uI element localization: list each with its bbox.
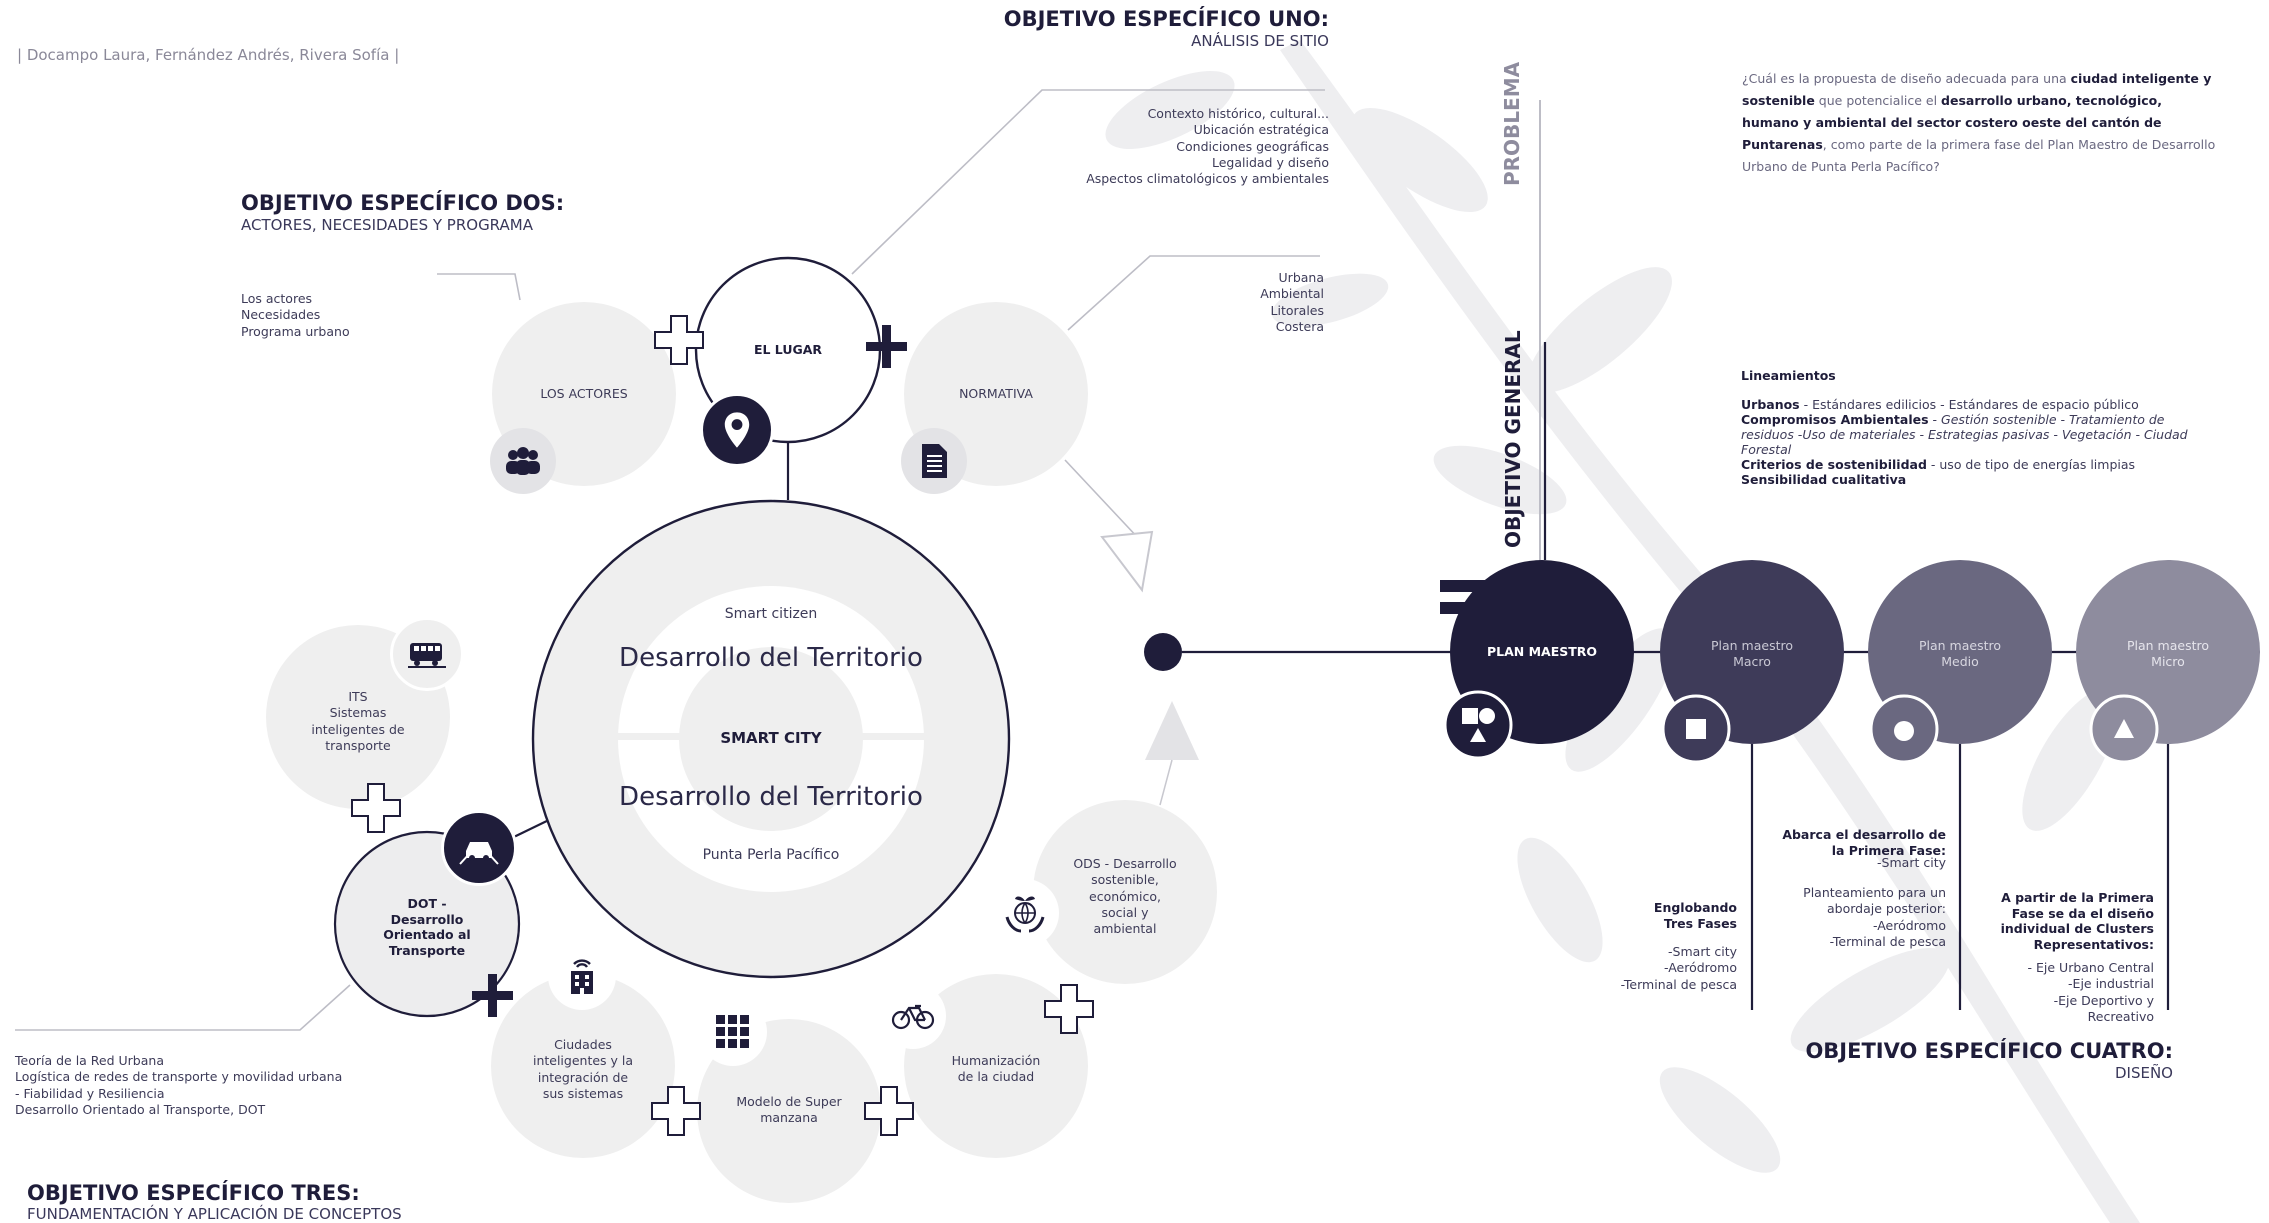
macro-note-head: Englobando Tres Fases <box>1653 900 1737 931</box>
medio-note-a: -Smart city <box>1877 855 1946 870</box>
grid-icon <box>699 998 767 1066</box>
problema-text-part: ¿Cuál es la propuesta de diseño adecuada… <box>1742 71 2071 86</box>
bicycle-icon <box>880 983 946 1049</box>
node-ciudades: Ciudades inteligentes y la integración d… <box>532 1037 634 1101</box>
obj2-items: Los actores Necesidades Programa urbano <box>241 291 350 339</box>
problema-text-part: , como parte de la primera fase del Plan… <box>1742 136 2216 174</box>
obj1-title: OBJETIVO ESPECÍFICO UNO: <box>1003 7 1329 31</box>
foliage-decoration <box>1105 40 2140 1223</box>
car-icon <box>441 810 517 886</box>
obj2-title: OBJETIVO ESPECÍFICO DOS: <box>241 191 565 215</box>
obj3-title: OBJETIVO ESPECÍFICO TRES: <box>27 1181 360 1205</box>
lineamiento-part: - uso de tipo de energías limpias <box>1926 457 2136 472</box>
lineamientos-body: Urbanos - Estándares edilicios - Estánda… <box>1741 397 2221 487</box>
center-top: Smart citizen <box>724 606 818 622</box>
macro-note-list: -Smart city -Aeródromo -Terminal de pesc… <box>1620 944 1737 992</box>
annotation-leader-lines <box>15 89 1325 1031</box>
problema-text-part: desarrollo urbano, tecnológico, humano y… <box>1742 92 2163 152</box>
node-dot: DOT - Desarrollo Orientado al Transporte <box>383 896 471 958</box>
location-pin-icon <box>700 393 774 467</box>
lineamientos-heading: Lineamientos <box>1741 368 1836 383</box>
obj2-subtitle: ACTORES, NECESIDADES Y PROGRAMA <box>241 216 533 234</box>
arrow-up-solid <box>1145 701 1199 760</box>
node-super-manzana: Modelo de Super manzana <box>736 1094 842 1126</box>
medio-note-b: Planteamiento para un abordaje posterior… <box>1803 885 1946 949</box>
micro-note-head: A partir de la Primera Fase se da el dis… <box>2000 890 2154 952</box>
node-ods: ODS - Desarrollo sostenible, económico, … <box>1073 856 1177 936</box>
node-normativa: NORMATIVA <box>959 386 1033 401</box>
plus-signs <box>351 315 1094 1136</box>
lineamiento-part: Compromisos Ambientales <box>1741 412 1929 427</box>
plan-maestro-label: PLAN MAESTRO <box>1486 644 1598 659</box>
problema-text-part: que potencialice el <box>1814 92 1942 108</box>
globe-hands-icon <box>991 879 1059 947</box>
plan-macro-label: Plan maestro Macro <box>1710 638 1794 669</box>
lineamiento-part: - Estándares edilicios - Estándares de e… <box>1799 397 2139 412</box>
node-los-actores: LOS ACTORES <box>540 386 628 401</box>
lineamiento-line: Urbanos - Estándares edilicios - Estánda… <box>1741 397 2221 412</box>
problema-label: PROBLEMA <box>1500 61 1524 186</box>
micro-note-list: - Eje Urbano Central -Eje industrial -Ej… <box>2027 960 2154 1024</box>
lineamiento-part: Criterios de sostenibilidad <box>1741 457 1927 472</box>
lineamiento-line: Criterios de sostenibilidad - uso de tip… <box>1741 457 2221 472</box>
obj4-subtitle: DISEÑO <box>2114 1064 2173 1082</box>
normativa-items: Urbana Ambiental Litorales Costera <box>1260 270 1324 334</box>
node-its: ITS Sistemas inteligentes de transporte <box>311 689 405 753</box>
people-icon <box>490 428 556 494</box>
node-el-lugar: EL LUGAR <box>753 342 823 357</box>
problema-text: ¿Cuál es la propuesta de diseño adecuada… <box>1742 68 2222 177</box>
obj1-subtitle: ANÁLISIS DE SITIO <box>1191 32 1329 50</box>
building-wifi-icon <box>548 942 616 1010</box>
lineamiento-part: Urbanos <box>1741 397 1800 412</box>
center-line1: Desarrollo del Territorio <box>619 643 923 673</box>
lineamiento-line: Compromisos Ambientales - Gestión sosten… <box>1741 412 2221 457</box>
center-line2: Desarrollo del Territorio <box>619 782 923 812</box>
arrow-right-outline <box>1100 530 1154 593</box>
plan-micro-label: Plan maestro Micro <box>2126 638 2210 669</box>
problema-text-part: ciudad inteligente y sostenible <box>1742 71 2212 108</box>
lineamiento-part: - <box>1928 412 1942 427</box>
objetivo-general-label: OBJETIVO GENERAL <box>1501 330 1525 548</box>
medio-note-head: Abarca el desarrollo de la Primera Fase: <box>1782 827 1946 858</box>
authors-line: | Docampo Laura, Fernández Andrés, River… <box>17 46 400 64</box>
plan-medio-label: Plan maestro Medio <box>1918 638 2002 669</box>
lineamiento-line: Sensibilidad cualitativa <box>1741 472 2221 487</box>
obj3-items: Teoría de la Red Urbana Logística de red… <box>15 1053 343 1117</box>
lineamiento-part: Gestión sostenible - Tratamiento de resi… <box>1741 412 2188 457</box>
obj3-subtitle: FUNDAMENTACIÓN Y APLICACIÓN DE CONCEPTOS <box>27 1205 402 1223</box>
obj1-items: Contexto histórico, cultural... Ubicació… <box>1086 106 1329 186</box>
bus-icon <box>390 617 464 691</box>
center-middle: SMART CITY <box>720 729 822 747</box>
center-bottom: Punta Perla Pacífico <box>702 847 840 863</box>
obj4-title: OBJETIVO ESPECÍFICO CUATRO: <box>1805 1039 2173 1063</box>
node-humanizacion: Humanización de la ciudad <box>951 1053 1041 1085</box>
lineamiento-part: Sensibilidad cualitativa <box>1741 472 1907 487</box>
document-icon <box>901 428 967 494</box>
